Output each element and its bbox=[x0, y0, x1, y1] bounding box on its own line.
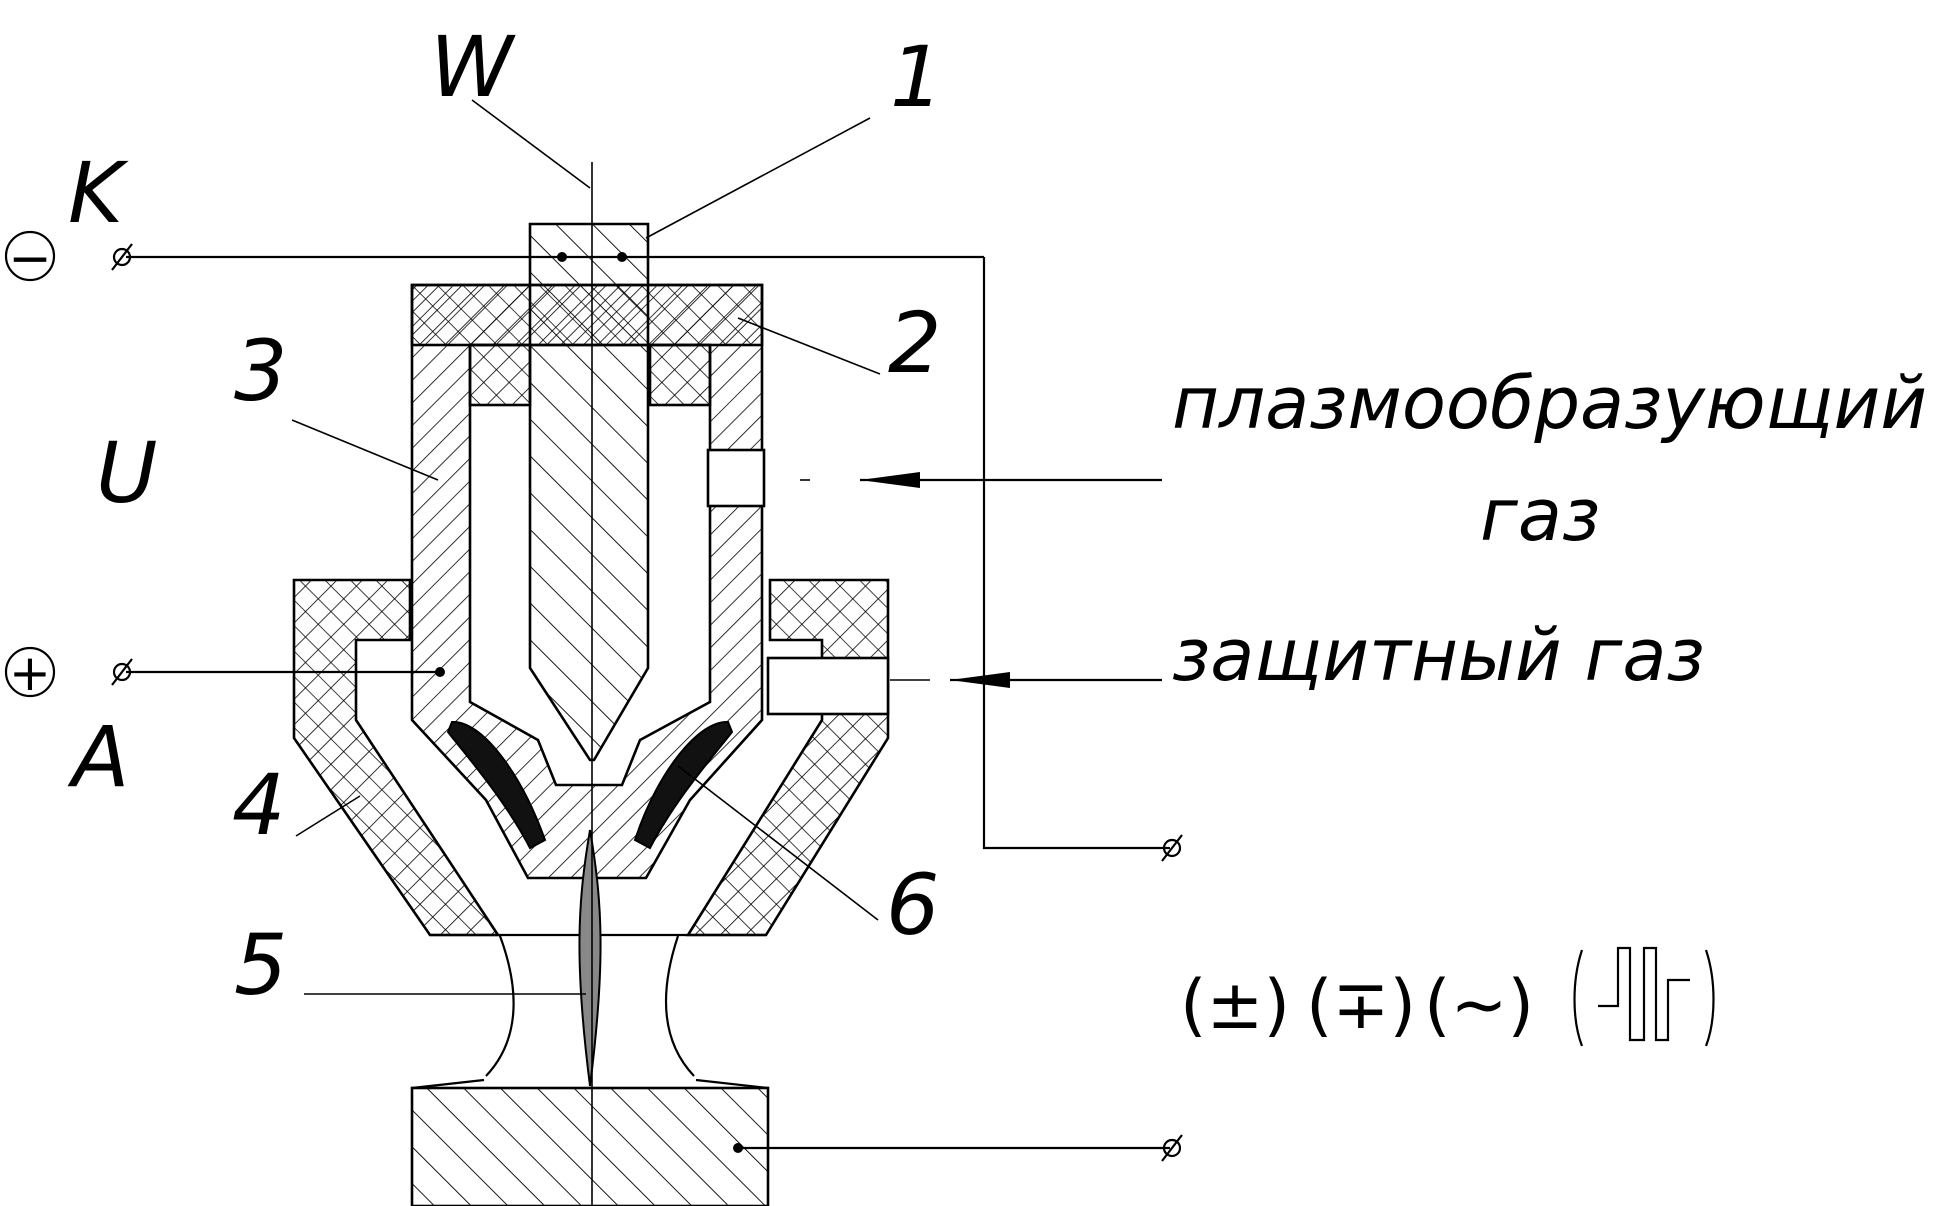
contact-dot bbox=[557, 252, 567, 262]
plasma-gas-arrowhead bbox=[860, 472, 920, 488]
polarity-plus: + bbox=[9, 644, 51, 702]
mode-pulse-icon bbox=[1573, 946, 1715, 1047]
mode-ac: (~) bbox=[1424, 966, 1534, 1045]
terminal-pilot bbox=[1162, 838, 1182, 858]
leader-4 bbox=[295, 795, 361, 837]
plasma-gas-label-line1: плазмообразующий bbox=[1172, 361, 1927, 445]
label-4: 4 bbox=[232, 756, 285, 854]
plasma-gas-label-line2: газ bbox=[1480, 473, 1600, 557]
workpiece bbox=[410, 1086, 770, 1206]
plasma-jet-base-left bbox=[411, 1078, 485, 1090]
label-U: U bbox=[96, 424, 157, 522]
shield-gas-arrowhead bbox=[950, 672, 1010, 688]
cooling-channel-left bbox=[446, 720, 547, 850]
label-2: 2 bbox=[888, 294, 941, 392]
label-5: 5 bbox=[234, 916, 287, 1014]
mode-dc-minus: (∓) bbox=[1306, 966, 1416, 1045]
plasma-jet-base-right bbox=[695, 1078, 769, 1090]
polarity-minus-circle bbox=[4, 230, 56, 282]
leader-W bbox=[471, 99, 591, 189]
leader-2 bbox=[737, 317, 881, 375]
label-3: 3 bbox=[234, 322, 287, 420]
shield-nozzle-left bbox=[292, 578, 501, 937]
polarity-minus: − bbox=[8, 229, 52, 289]
contact-dot bbox=[733, 1143, 743, 1153]
polarity-plus-circle bbox=[4, 646, 56, 698]
insulator-collar-right bbox=[648, 343, 712, 407]
label-A: A bbox=[67, 708, 129, 806]
mode-dc-plus: (±) bbox=[1180, 966, 1290, 1045]
label-1: 1 bbox=[890, 28, 943, 126]
leader-3 bbox=[291, 419, 439, 481]
shield-gas-label: защитный газ bbox=[1172, 613, 1705, 697]
plasma-gas-channel bbox=[706, 448, 766, 508]
cooling-channel-right bbox=[633, 720, 734, 850]
terminal-workpiece bbox=[1162, 1138, 1182, 1158]
plasma-jet-right bbox=[665, 935, 695, 1077]
terminal-cathode bbox=[112, 247, 132, 267]
contact-dot bbox=[617, 252, 627, 262]
wire-pilot bbox=[982, 257, 1170, 850]
plasma-jet-left bbox=[485, 935, 515, 1077]
leader-6 bbox=[677, 765, 879, 921]
terminal-anode bbox=[112, 662, 132, 682]
label-W: W bbox=[430, 18, 516, 116]
leader-1 bbox=[645, 117, 871, 239]
label-K: K bbox=[68, 144, 129, 242]
insulator-collar-left bbox=[468, 343, 532, 407]
plasma-arc bbox=[578, 829, 602, 1087]
cathode bbox=[528, 222, 650, 762]
label-6: 6 bbox=[886, 856, 939, 954]
contact-dot bbox=[435, 667, 445, 677]
shield-gas-channel bbox=[766, 656, 890, 716]
